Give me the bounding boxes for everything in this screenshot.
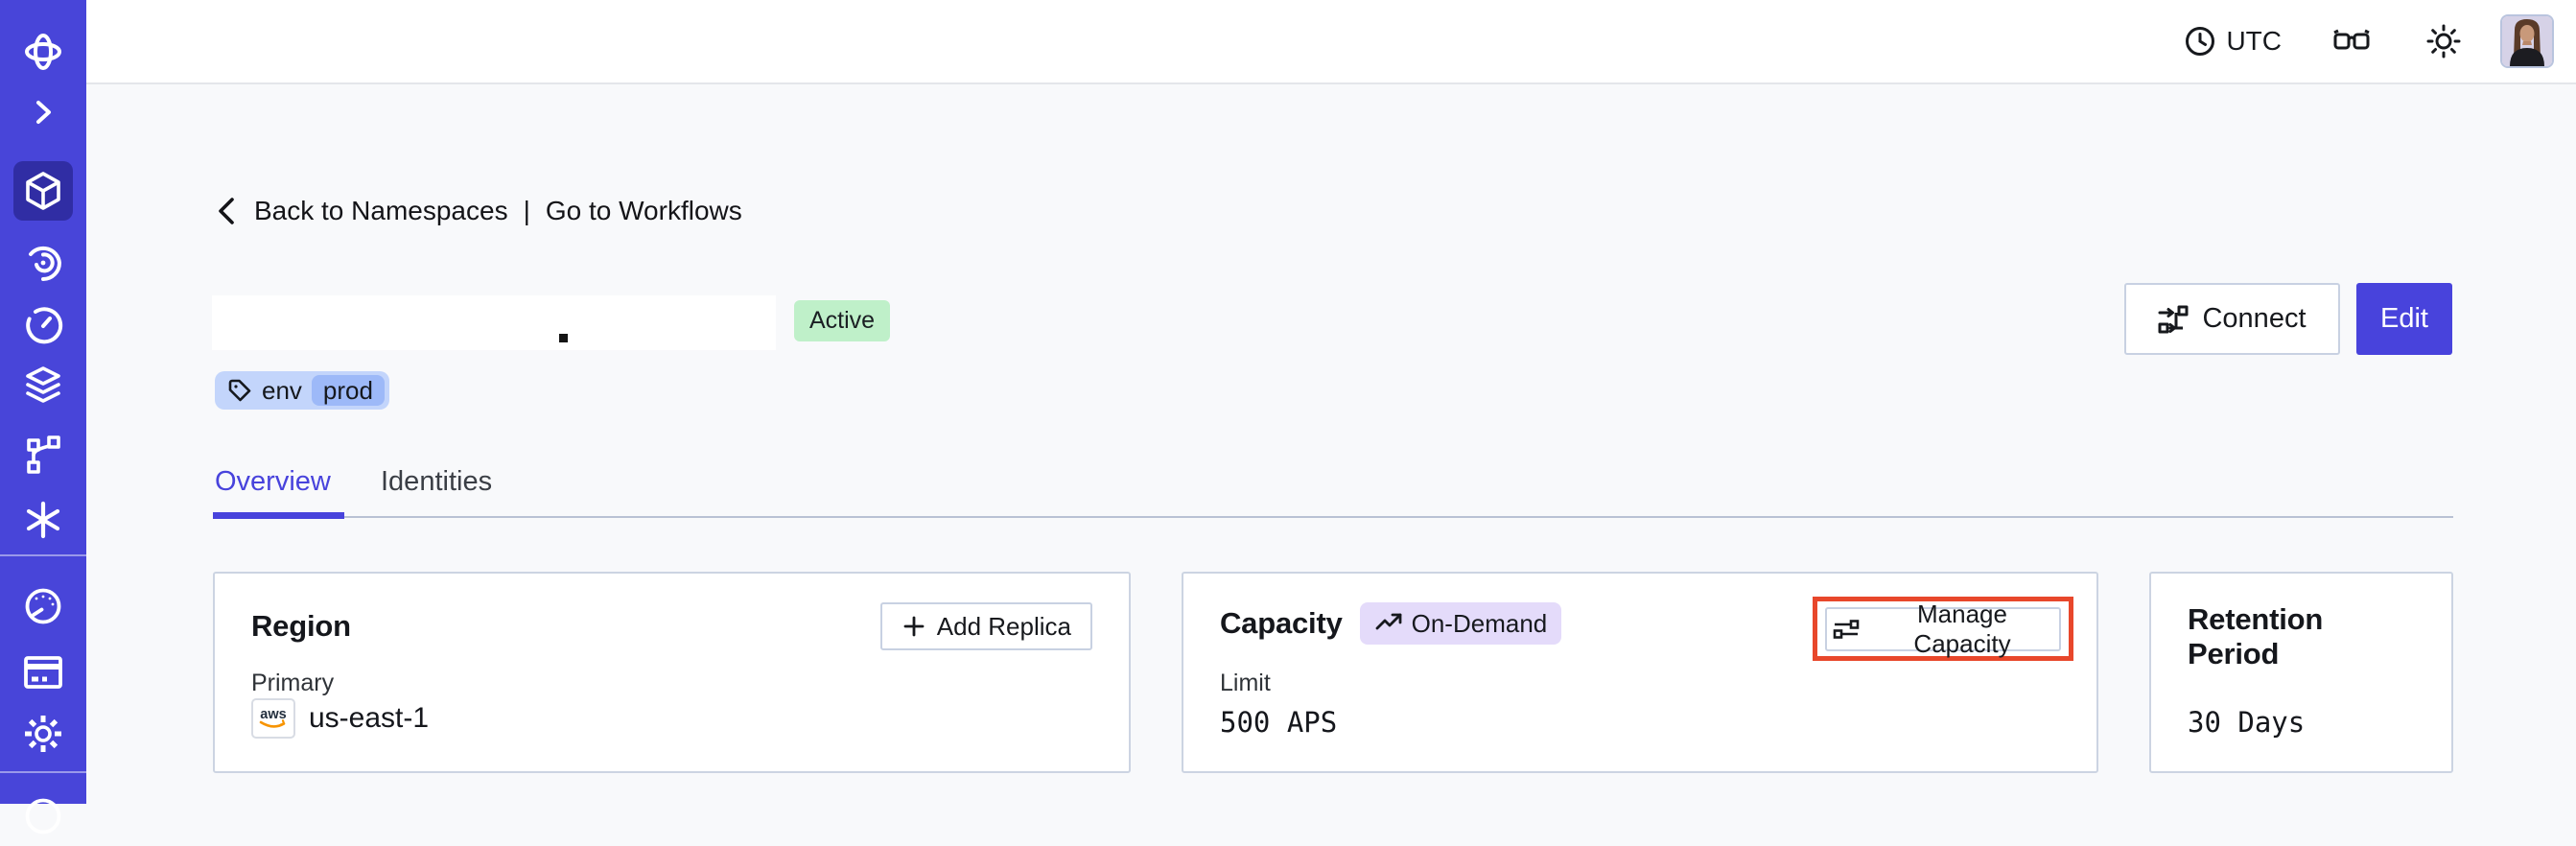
topbar: UTC <box>86 0 2576 84</box>
connect-label: Connect <box>2202 303 2307 334</box>
namespace-tag[interactable]: env prod <box>215 371 389 410</box>
sidebar-item-timer[interactable] <box>13 296 73 356</box>
brightness-icon[interactable] <box>2425 23 2462 59</box>
sidebar-divider <box>0 771 86 773</box>
namespace-title-redacted <box>212 295 776 350</box>
connect-button[interactable]: Connect <box>2124 283 2340 355</box>
sidebar <box>0 0 86 834</box>
sliders-icon <box>1833 617 1860 642</box>
retention-card: Retention Period 30 Days <box>2149 572 2453 773</box>
capacity-card: Capacity On-Demand Manage Capacity <box>1182 572 2098 773</box>
tag-icon <box>227 378 252 403</box>
gear-icon[interactable] <box>13 704 73 764</box>
sidebar-item-billing[interactable] <box>13 643 73 702</box>
sidebar-item-spiral[interactable] <box>13 233 73 293</box>
edit-label: Edit <box>2380 303 2428 334</box>
sidebar-item-branch[interactable] <box>13 426 73 485</box>
region-primary-label: Primary <box>251 670 335 696</box>
retention-card-title: Retention Period <box>2188 602 2324 670</box>
tabs-divider <box>213 516 2453 518</box>
capacity-card-title: Capacity <box>1220 606 1343 640</box>
sidebar-item-layers[interactable] <box>13 355 73 414</box>
manage-capacity-button[interactable]: Manage Capacity <box>1825 599 2061 658</box>
add-replica-button[interactable]: Add Replica <box>879 602 1092 650</box>
manage-capacity-label: Manage Capacity <box>1913 599 2011 658</box>
trending-up-icon <box>1374 611 1403 636</box>
region-value: us-east-1 <box>309 702 430 734</box>
on-demand-label: On-Demand <box>1411 608 1548 638</box>
breadcrumb-back-link[interactable]: Back to Namespaces <box>254 196 508 225</box>
expand-chevron-icon[interactable] <box>13 82 73 142</box>
retention-value: 30 Days <box>2188 706 2306 739</box>
timezone-selector[interactable]: UTC <box>2184 25 2282 58</box>
tab-overview[interactable]: Overview <box>215 466 331 497</box>
breadcrumb: Back to Namespaces | Go to Workflows <box>214 195 742 227</box>
redaction-dot <box>559 334 568 342</box>
breadcrumb-separator: | <box>523 196 530 225</box>
tag-key: env <box>262 375 302 405</box>
globe-icon[interactable] <box>13 787 73 846</box>
user-avatar[interactable] <box>2500 14 2554 68</box>
status-badge: Active <box>794 300 891 341</box>
svg-text:aws: aws <box>260 707 286 722</box>
breadcrumb-workflows-link[interactable]: Go to Workflows <box>545 196 742 225</box>
tab-identities[interactable]: Identities <box>381 466 493 497</box>
sidebar-divider <box>0 554 86 556</box>
add-replica-label: Add Replica <box>936 611 1071 641</box>
capacity-limit-label: Limit <box>1220 670 1271 696</box>
sidebar-item-gauge[interactable] <box>13 576 73 636</box>
clock-icon <box>2184 25 2216 58</box>
glasses-icon[interactable] <box>2331 27 2372 56</box>
region-card-title: Region <box>251 609 351 643</box>
capacity-value: 500 APS <box>1220 706 1338 739</box>
active-tab-underline <box>213 512 344 519</box>
plus-icon <box>902 614 926 639</box>
sidebar-item-asterisk[interactable] <box>13 490 73 550</box>
aws-logo-icon: aws <box>251 698 295 739</box>
on-demand-badge: On-Demand <box>1359 602 1562 645</box>
temporal-logo-icon <box>13 22 73 82</box>
region-card: Region Add Replica Primary aws us-east-1 <box>213 572 1131 773</box>
timezone-label: UTC <box>2226 26 2282 56</box>
edit-button[interactable]: Edit <box>2356 283 2452 355</box>
annotation-highlight-box: Manage Capacity <box>1813 597 2073 661</box>
back-chevron-icon[interactable] <box>214 195 239 227</box>
sidebar-item-cube[interactable] <box>13 161 73 221</box>
connect-route-icon <box>2158 304 2189 335</box>
tag-value: prod <box>311 375 385 406</box>
